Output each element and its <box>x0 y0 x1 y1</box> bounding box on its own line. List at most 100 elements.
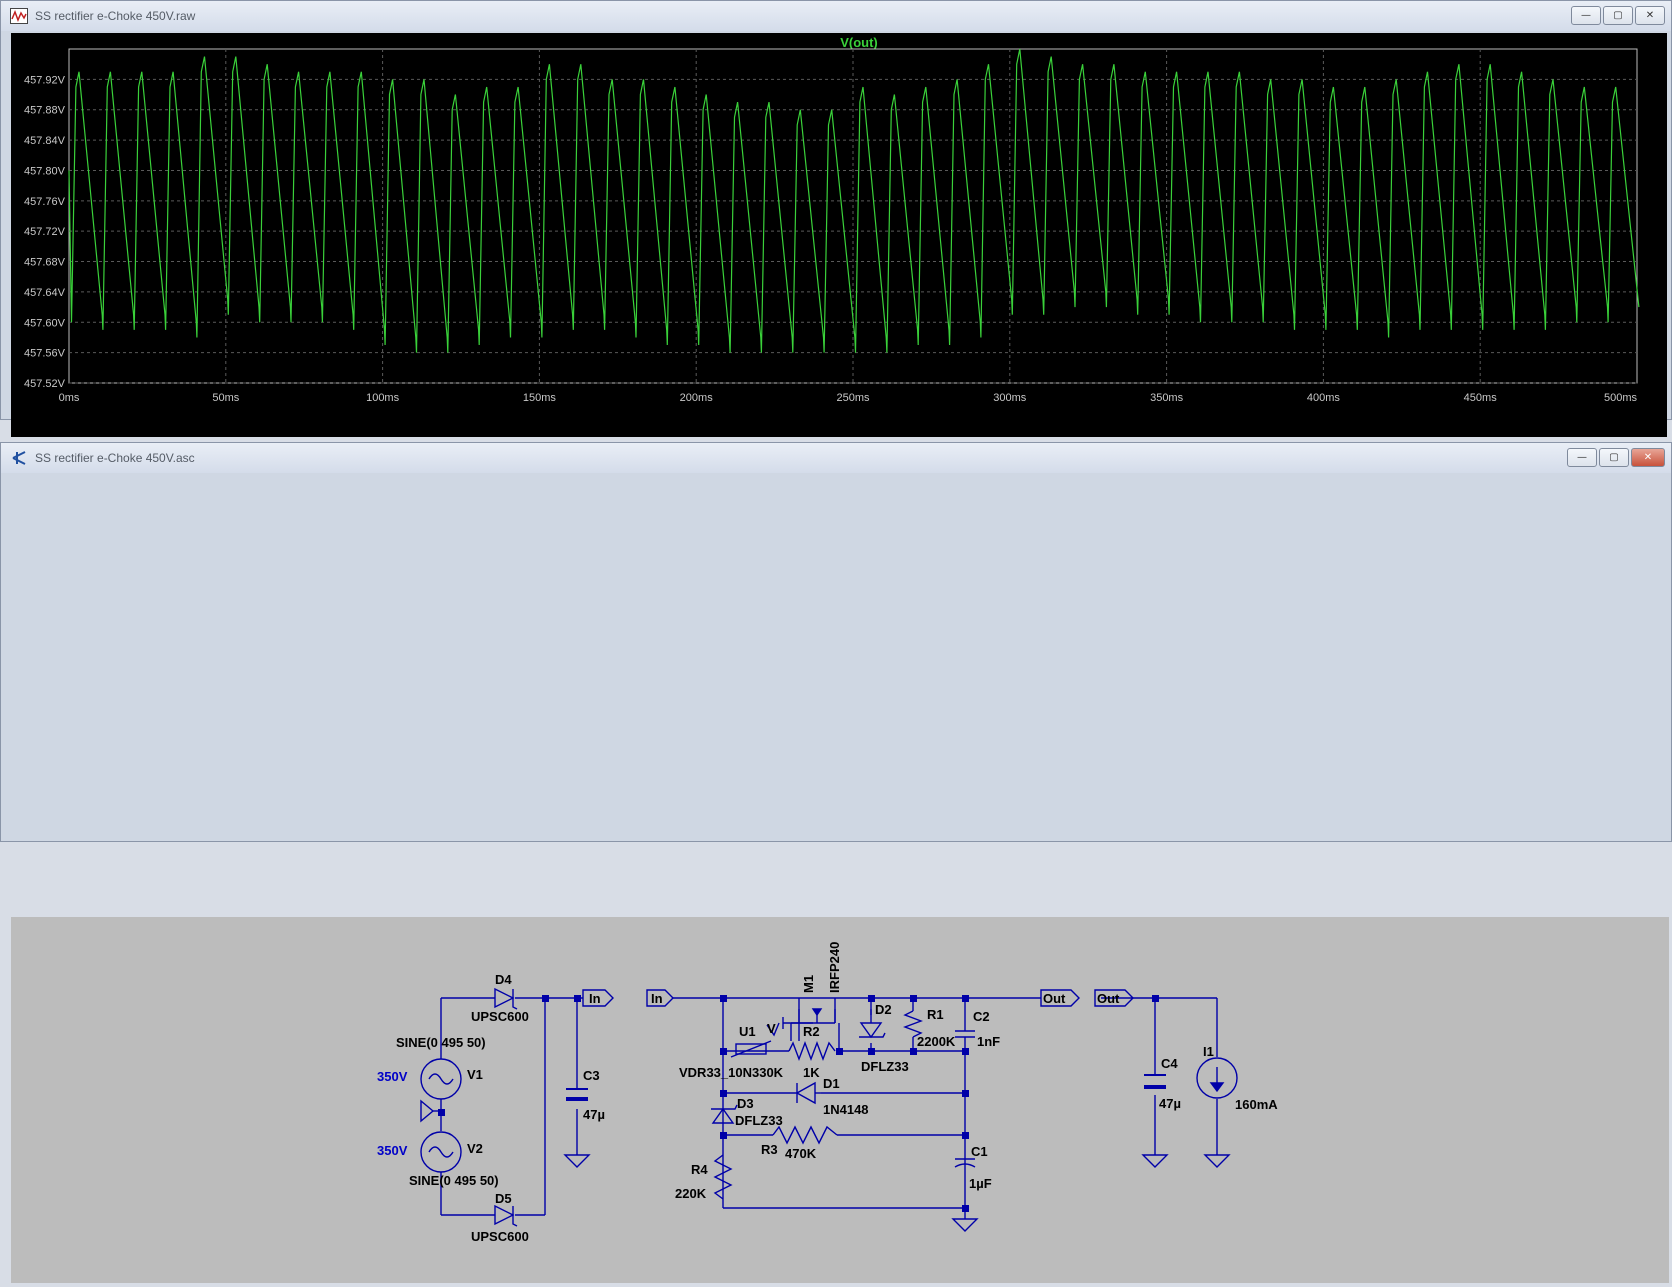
waveform-plot[interactable]: V(out) 457.52V 457.56V 457.60V 457.64V 457.6… <box>11 33 1667 437</box>
c2-value-label[interactable]: 1nF <box>977 1034 1000 1049</box>
d1-model-label[interactable]: 1N4148 <box>823 1102 869 1117</box>
i1-value-label[interactable]: 160mA <box>1235 1097 1278 1112</box>
y-axis-ticks: 457.52V 457.56V 457.60V 457.64V 457.68V 457.7… <box>24 74 66 390</box>
maximize-button[interactable]: ▢ <box>1603 6 1633 25</box>
zener-d3-icon[interactable] <box>711 1104 738 1124</box>
x-tick-label: 450ms <box>1464 392 1498 404</box>
y-tick-label: 457.60V <box>24 317 66 329</box>
waveform-app-icon <box>9 6 29 26</box>
m1-ref-label[interactable]: M1 <box>801 975 816 993</box>
schematic-window: SS rectifier e-Choke 450V.asc — ▢ ✕ <box>0 442 1672 1283</box>
v2-ac-label[interactable]: 350V <box>377 1143 408 1158</box>
trace-label-vout[interactable]: V(out) <box>840 35 878 50</box>
r1-ref-label[interactable]: R1 <box>927 1007 944 1022</box>
d3-ref-label[interactable]: D3 <box>737 1096 754 1111</box>
y-tick-label: 457.84V <box>24 135 66 147</box>
port-in-2-label[interactable]: In <box>651 991 663 1006</box>
current-source-i1-icon[interactable] <box>1196 1057 1238 1099</box>
y-tick-label: 457.56V <box>24 348 66 360</box>
y-tick-label: 457.88V <box>24 105 66 117</box>
c1-value-label[interactable]: 1µF <box>969 1176 992 1191</box>
c2-ref-label[interactable]: C2 <box>973 1009 990 1024</box>
d5-ref-label[interactable]: D5 <box>495 1191 512 1206</box>
diode-d4-icon[interactable] <box>494 987 518 1010</box>
port-out-2-label[interactable]: Out <box>1097 991 1120 1006</box>
c3-ref-label[interactable]: C3 <box>583 1068 600 1083</box>
diode-d1-icon[interactable] <box>795 1081 821 1105</box>
schematic-titlebar[interactable]: SS rectifier e-Choke 450V.asc — ▢ ✕ <box>1 443 1671 473</box>
capacitor-c3-icon[interactable] <box>566 1088 588 1101</box>
waveform-window-title: SS rectifier e-Choke 450V.raw <box>35 9 196 23</box>
v1-ac-label[interactable]: 350V <box>377 1069 408 1084</box>
r3-ref-label[interactable]: R3 <box>761 1142 778 1157</box>
v2-ref-label[interactable]: V2 <box>467 1141 483 1156</box>
y-tick-label: 457.80V <box>24 165 66 177</box>
schematic-canvas[interactable]: D4 UPSC600 SINE(0 495 50) V1 V2 SINE(0 4… <box>11 917 1669 1283</box>
ground-icon <box>563 1154 591 1168</box>
waveform-plot-area[interactable]: V(out) 457.52V 457.56V 457.60V 457.64V 457.6… <box>11 33 1667 437</box>
ground-icon <box>1203 1154 1231 1168</box>
v2-value-label[interactable]: SINE(0 495 50) <box>409 1173 499 1188</box>
d2-model-label[interactable]: DFLZ33 <box>861 1059 909 1074</box>
y-tick-label: 457.64V <box>24 287 66 299</box>
capacitor-c2-icon[interactable] <box>955 1030 975 1038</box>
d1-ref-label[interactable]: D1 <box>823 1076 840 1091</box>
u1-model-label[interactable]: VDR33_10N330K <box>679 1065 784 1080</box>
y-tick-label: 457.76V <box>24 196 66 208</box>
x-tick-label: 250ms <box>836 392 870 404</box>
d3-model-label[interactable]: DFLZ33 <box>735 1113 783 1128</box>
close-button[interactable]: ✕ <box>1631 448 1665 467</box>
ground-icon <box>1141 1154 1169 1168</box>
v1-ref-label[interactable]: V1 <box>467 1067 483 1082</box>
d4-ref-label[interactable]: D4 <box>495 972 512 987</box>
source-v1-icon[interactable] <box>420 1058 462 1100</box>
ground-icon <box>951 1218 979 1232</box>
r2-ref-label[interactable]: R2 <box>803 1024 820 1039</box>
schematic-window-title: SS rectifier e-Choke 450V.asc <box>35 451 195 465</box>
maximize-button[interactable]: ▢ <box>1599 448 1629 467</box>
c4-ref-label[interactable]: C4 <box>1161 1056 1178 1071</box>
c1-ref-label[interactable]: C1 <box>971 1144 988 1159</box>
x-tick-label: 200ms <box>680 392 714 404</box>
port-out-1-label[interactable]: Out <box>1043 991 1066 1006</box>
schematic-drawing[interactable]: D4 UPSC600 SINE(0 495 50) V1 V2 SINE(0 4… <box>11 917 1669 1283</box>
m1-model-label[interactable]: IRFP240 <box>827 942 842 993</box>
x-tick-label: 150ms <box>523 392 557 404</box>
x-tick-label: 300ms <box>993 392 1027 404</box>
i1-ref-label[interactable]: I1 <box>1203 1044 1214 1059</box>
resistor-r3-icon[interactable] <box>772 1125 838 1145</box>
c3-value-label[interactable]: 47µ <box>583 1107 605 1122</box>
x-tick-label: 400ms <box>1307 392 1341 404</box>
r4-value-label[interactable]: 220K <box>675 1186 707 1201</box>
resistor-r2-icon[interactable] <box>788 1041 836 1061</box>
r4-ref-label[interactable]: R4 <box>691 1162 708 1177</box>
d5-model-label[interactable]: UPSC600 <box>471 1229 529 1244</box>
x-tick-label: 50ms <box>212 392 239 404</box>
c4-value-label[interactable]: 47µ <box>1159 1096 1181 1111</box>
diode-d5-icon[interactable] <box>494 1204 518 1227</box>
y-tick-label: 457.68V <box>24 257 66 269</box>
d4-model-label[interactable]: UPSC600 <box>471 1009 529 1024</box>
source-v2-icon[interactable] <box>420 1131 462 1173</box>
r2-value-label[interactable]: 1K <box>803 1065 820 1080</box>
minimize-button[interactable]: — <box>1571 6 1601 25</box>
port-in-1-label[interactable]: In <box>589 991 601 1006</box>
r3-value-label[interactable]: 470K <box>785 1146 817 1161</box>
vout-trace[interactable] <box>68 48 1640 353</box>
y-tick-label: 457.52V <box>24 378 66 390</box>
y-tick-label: 457.92V <box>24 74 66 86</box>
x-tick-label: 350ms <box>1150 392 1184 404</box>
close-button[interactable]: ✕ <box>1635 6 1665 25</box>
v1-value-label[interactable]: SINE(0 495 50) <box>396 1035 486 1050</box>
u1-ref-label[interactable]: U1 <box>739 1024 756 1039</box>
x-tick-label: 100ms <box>366 392 400 404</box>
y-tick-label: 457.72V <box>24 226 66 238</box>
plot-grid <box>68 48 1638 384</box>
waveform-window: SS rectifier e-Choke 450V.raw — ▢ ✕ V(ou… <box>0 0 1672 437</box>
capacitor-c4-icon[interactable] <box>1144 1074 1166 1089</box>
r1-value-label[interactable]: 2200K <box>917 1034 956 1049</box>
minimize-button[interactable]: — <box>1567 448 1597 467</box>
d2-ref-label[interactable]: D2 <box>875 1002 892 1017</box>
waveform-titlebar[interactable]: SS rectifier e-Choke 450V.raw — ▢ ✕ <box>1 1 1671 31</box>
